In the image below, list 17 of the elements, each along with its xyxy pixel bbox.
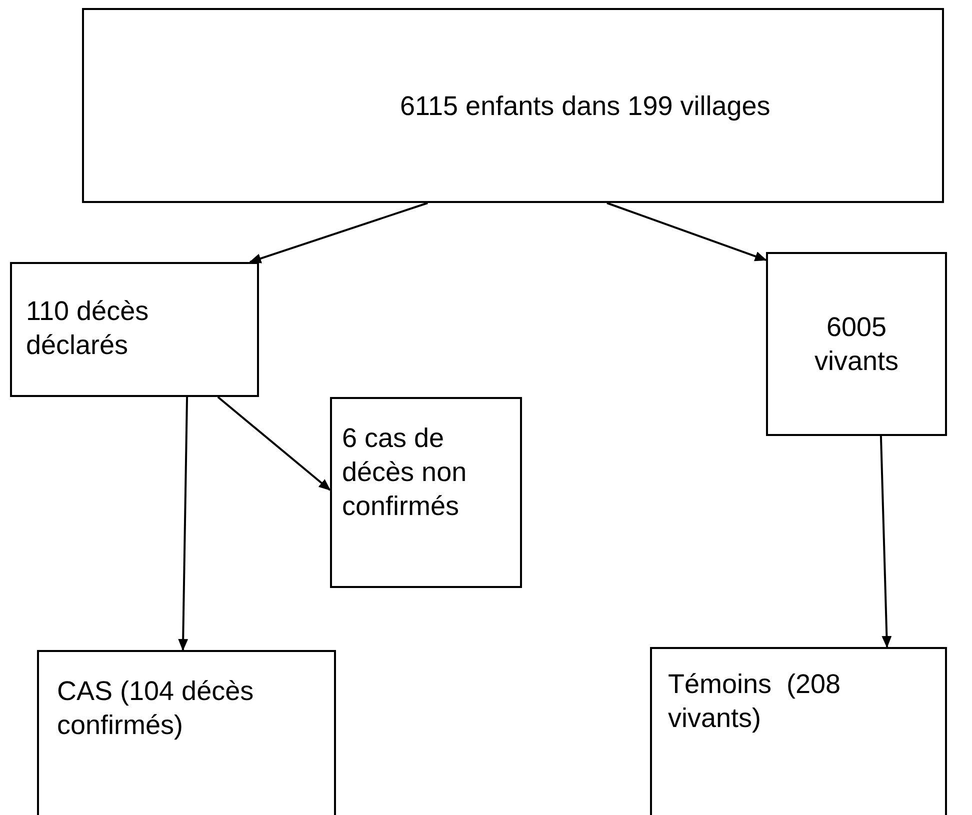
process-box [330, 397, 522, 588]
box-label: 6005 vivants [813, 311, 900, 378]
box-label: Témoins (208 vivants) [668, 668, 842, 735]
process-box [37, 650, 336, 815]
box-label: 110 décès déclarés [26, 295, 150, 362]
process-box [82, 8, 944, 203]
process-box [650, 647, 947, 815]
box-label: 6115 enfants dans 199 villages [400, 90, 770, 122]
box-label: 6 cas de décès non confirmés [342, 422, 468, 523]
arrow [249, 202, 428, 264]
arrow [178, 396, 188, 651]
process-box [10, 262, 259, 397]
box-label: CAS (104 décès confirmés) [57, 675, 255, 742]
arrow [606, 202, 767, 262]
arrow [880, 436, 892, 648]
process-box [766, 252, 947, 436]
arrow [217, 396, 331, 491]
